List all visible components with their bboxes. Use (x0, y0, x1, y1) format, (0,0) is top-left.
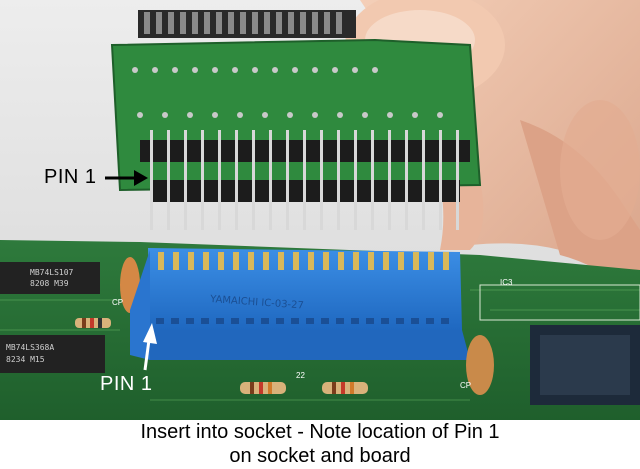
pin1-arrow-bottom (143, 323, 157, 371)
ic2-line1: MB74LS368A (6, 343, 54, 352)
ic1-line2: 8208 M39 (30, 279, 69, 288)
photo: MB74LS107 8208 M39 MB74LS368A 8234 M15 C… (0, 0, 640, 420)
caption-line1: Insert into socket - Note location of Pi… (140, 421, 500, 443)
resistor-left (75, 318, 111, 328)
right-ic (530, 325, 640, 405)
header-pins (140, 130, 470, 230)
ref-cp-right: CP (460, 381, 471, 390)
ref-22: 22 (296, 371, 305, 380)
ic2-line2: 8234 M15 (6, 355, 45, 364)
ref-cp-left: CP (112, 298, 123, 307)
pin1-label-top: PIN 1 (44, 166, 97, 188)
capacitor-right: CP (460, 335, 494, 395)
left-ic-lower: MB74LS368A 8234 M15 (0, 335, 105, 373)
resistor-bottom-1 (240, 382, 286, 394)
ic3-silkscreen: IC3 (479, 278, 640, 321)
resistor-bottom-2 (322, 382, 368, 394)
ic1-line1: MB74LS107 (30, 268, 74, 277)
pin1-label-bottom: PIN 1 (100, 373, 153, 395)
left-ic-upper: MB74LS107 8208 M39 (0, 262, 100, 294)
ref-ic3: IC3 (500, 278, 513, 287)
blue-socket: YAMAICHI IC-03-27 (130, 248, 470, 360)
caption-line2: on socket and board (229, 445, 411, 467)
top-connector (138, 10, 356, 38)
caption: Insert into socket - Note location of Pi… (0, 420, 640, 469)
pin1-arrow-top (105, 170, 148, 186)
